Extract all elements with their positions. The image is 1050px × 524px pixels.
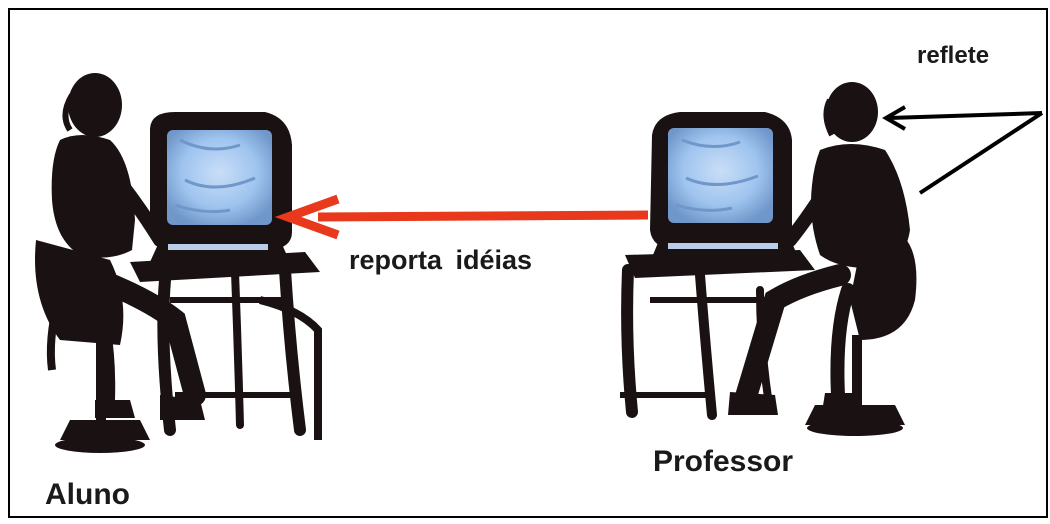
student-computer-icon	[150, 112, 292, 262]
student-label: Aluno	[45, 480, 130, 510]
reflect-arrow	[886, 107, 1042, 193]
report-ideas-arrow	[288, 199, 648, 235]
teacher-label: Professor	[653, 447, 793, 477]
teacher-computer-icon	[650, 112, 800, 262]
report-ideas-label: reporta idéias	[349, 247, 532, 274]
student-desk-icon	[130, 252, 320, 440]
reflect-label: reflete	[917, 44, 989, 68]
teacher-desk-icon	[620, 250, 815, 415]
